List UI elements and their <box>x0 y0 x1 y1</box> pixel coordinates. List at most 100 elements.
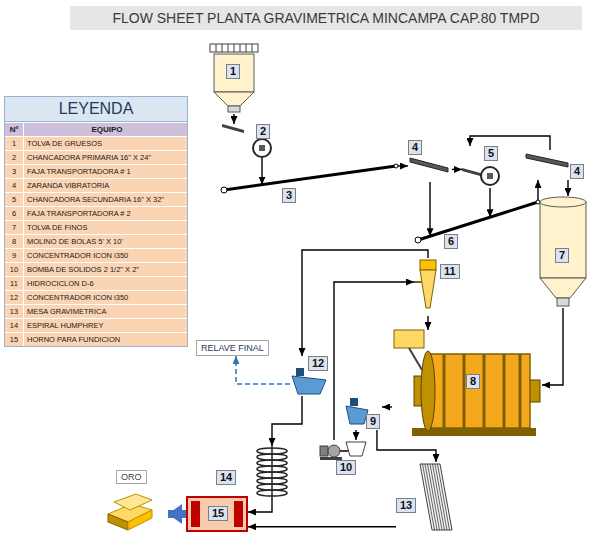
legend-row: 6FAJA TRANSPORTADORA # 2 <box>5 206 187 220</box>
legend-row: 14ESPIRAL HUMPHREY <box>5 318 187 332</box>
equipment-node: 1 <box>210 44 258 114</box>
legend-number: 1 <box>5 137 24 150</box>
callout-number: 12 <box>308 356 328 371</box>
spiral-turn <box>257 466 287 472</box>
grizzly-bar <box>252 44 253 52</box>
legend-row: 1TOLVA DE GRUESOS <box>5 136 187 150</box>
legend-heading: LEYENDA <box>5 97 187 122</box>
equipment-symbol <box>222 124 284 158</box>
mill-band <box>463 354 466 428</box>
equipment-symbol <box>210 44 258 114</box>
legend-text: CHANCADORA SECUNDARIA 16" X 32" <box>24 193 187 206</box>
callout-number: 4 <box>570 164 584 179</box>
legend-number: 6 <box>5 207 24 220</box>
legend-row: 2CHANCADORA PRIMARIA 16" X 24" <box>5 150 187 164</box>
gold-bar-front <box>128 510 152 530</box>
legend-row: 7TOLVA DE FINOS <box>5 220 187 234</box>
table-deck <box>420 464 452 530</box>
spiral-turn <box>257 490 287 496</box>
callout-number: 5 <box>484 146 498 161</box>
legend-row: 11HIDROCICLON D-6 <box>5 276 187 290</box>
legend-number: 4 <box>5 179 24 192</box>
concentrator-bowl <box>346 406 368 424</box>
mill-band <box>503 354 506 428</box>
equipment-symbol <box>416 200 540 250</box>
legend-text: ZARANDA VIBRATORIA <box>24 179 187 192</box>
hopper-body <box>214 54 254 92</box>
cyclone-cone <box>420 270 436 308</box>
table-riffle <box>423 464 435 530</box>
outlet-box: RELAVE FINAL <box>196 340 269 356</box>
equipment-node: 14 <box>214 446 290 498</box>
equipment-node: 5 <box>462 146 502 188</box>
legend-text: CONCENTRADOR ICON i350 <box>24 291 187 304</box>
flow-line <box>302 250 428 356</box>
bin-body <box>540 202 586 278</box>
crusher-drum <box>253 139 271 157</box>
suction-pipe <box>340 450 348 452</box>
screen-deck <box>526 154 568 167</box>
legend-number: 5 <box>5 193 24 206</box>
legend-number: 2 <box>5 151 24 164</box>
bin-top <box>540 197 586 207</box>
belt-pulley <box>415 237 421 243</box>
flow-line <box>542 308 563 385</box>
flow-line <box>429 182 430 236</box>
callout-number: 2 <box>256 124 270 139</box>
mill-band <box>443 354 446 428</box>
apron-feeder <box>222 124 244 133</box>
crusher-hub <box>259 145 265 151</box>
grizzly-bar <box>228 44 229 52</box>
flow-line <box>248 498 272 512</box>
pump-casing <box>328 445 340 457</box>
spiral-turn <box>257 460 287 466</box>
legend-row: 4ZARANDA VIBRATORIA <box>5 178 187 192</box>
table-riffle <box>430 464 442 530</box>
grizzly-bar <box>216 44 217 52</box>
column-heading: Nº <box>5 123 24 136</box>
legend-row: 9CONCENTRADOR ICON i350 <box>5 248 187 262</box>
legend-text: ESPIRAL HUMPHREY <box>24 319 187 332</box>
legend-row: 10BOMBA DE SOLIDOS 2 1/2" X 2" <box>5 262 187 276</box>
equipment-node: 7 <box>538 196 588 308</box>
flow-line <box>452 169 462 170</box>
hopper-outlet <box>228 106 240 112</box>
screen-deck <box>410 158 448 172</box>
legend-number: 14 <box>5 319 24 332</box>
pump-sump <box>346 442 366 456</box>
legend-text: TOLVA DE FINOS <box>24 221 187 234</box>
legend-text: MOLINO DE BOLAS 5' X 10' <box>24 235 187 248</box>
legend-number: 7 <box>5 221 24 234</box>
flow-line <box>248 526 396 527</box>
bin-cone <box>540 278 586 298</box>
callout-number: 3 <box>282 188 296 203</box>
equipment-node: 6 <box>416 200 540 250</box>
equipment-node: 9 <box>346 396 382 430</box>
flow-line <box>382 406 392 407</box>
callout-number: 10 <box>336 460 356 475</box>
product-label: ORO <box>116 470 147 484</box>
furnace-element <box>234 501 243 527</box>
gold-bar-side <box>108 514 128 530</box>
spiral-turn <box>257 484 287 490</box>
product-arrow <box>168 510 186 518</box>
spiral-turn <box>257 478 287 484</box>
grizzly-bar <box>222 44 223 52</box>
flow-line <box>567 180 568 196</box>
equipment-node: 11 <box>414 258 464 316</box>
legend-row: 3FAJA TRANSPORTADORA # 1 <box>5 164 187 178</box>
mill-shell <box>426 354 530 428</box>
flow-line <box>272 396 302 446</box>
legend-number: 12 <box>5 291 24 304</box>
legend-header-row: NºEQUIPO <box>5 122 187 136</box>
tailings-line <box>236 356 290 384</box>
legend-number: 3 <box>5 165 24 178</box>
callout-number: 11 <box>440 264 460 279</box>
legend-text: HIDROCICLON D-6 <box>24 277 187 290</box>
bin-outlet <box>557 298 569 306</box>
concentrator-motor <box>350 398 358 406</box>
grizzly-frame <box>210 44 258 52</box>
callout-number: 15 <box>208 506 228 521</box>
flow-line <box>233 114 234 124</box>
